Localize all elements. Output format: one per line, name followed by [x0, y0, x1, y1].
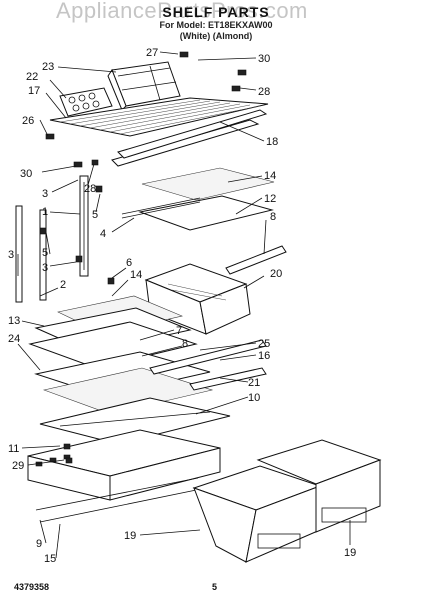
callout-26: 26	[22, 115, 34, 127]
callout-7: 7	[176, 325, 182, 337]
callout-6: 6	[126, 257, 132, 269]
color-note: (White) (Almond)	[179, 31, 253, 41]
callout-30: 30	[258, 53, 270, 65]
callout-14: 14	[264, 170, 276, 182]
callout-17: 17	[28, 85, 40, 97]
page-number: 5	[212, 582, 218, 592]
part-16-trim	[149, 339, 267, 375]
leader-lines	[17, 51, 351, 559]
part-18-shelf-rail	[111, 109, 268, 167]
callout-3b: 3	[42, 262, 48, 274]
watermark: AppliancePartsPros.com	[56, 0, 308, 23]
model-number: For Model: ET18EKXAW00	[159, 20, 273, 30]
callout-8b: 8	[182, 338, 188, 350]
callout-5b: 5	[42, 247, 48, 259]
part-22-egg-tray	[59, 87, 113, 117]
callout-5: 5	[92, 209, 98, 221]
callout-25: 25	[258, 338, 270, 350]
callout-28: 28	[258, 86, 270, 98]
diagram-title: SHELF PARTS	[162, 4, 270, 20]
callout-18: 18	[266, 136, 278, 148]
part-10-crisper-cover	[39, 397, 231, 445]
part-14-glass-shelf-upper	[121, 167, 275, 231]
part-20-meat-pan	[144, 263, 251, 335]
callout-2: 2	[60, 279, 66, 291]
callout-labels: 27 30 23 22 28 17 26 18 30 28 14 3 12 5 …	[8, 47, 356, 565]
callout-3c: 3	[8, 249, 14, 261]
part-3-side-ladder	[15, 205, 47, 303]
callout-10: 10	[248, 392, 260, 404]
callout-19b: 19	[344, 547, 356, 559]
part-14-glass-shelf-lower	[28, 295, 198, 369]
callout-9: 9	[36, 538, 42, 550]
callout-15: 15	[44, 553, 56, 565]
callout-3: 3	[42, 188, 48, 200]
callout-23: 23	[42, 61, 54, 73]
small-hardware-clips	[39, 51, 247, 464]
part-9-crisper-frame	[27, 429, 221, 523]
part-8-trim-bar	[225, 245, 287, 275]
callout-21: 21	[248, 377, 260, 389]
part-19-crisper-drawer-left	[192, 465, 322, 563]
callout-1: 1	[42, 206, 48, 218]
callout-29: 29	[12, 460, 24, 472]
callout-24: 24	[8, 333, 20, 345]
callout-14b: 14	[130, 269, 142, 281]
callout-8: 8	[270, 211, 276, 223]
page-code: 4379358	[14, 582, 50, 592]
part-19-crisper-drawer-right	[256, 439, 382, 533]
callout-11: 11	[8, 443, 19, 455]
callout-13: 13	[8, 315, 20, 327]
callout-30b: 30	[20, 168, 32, 180]
callout-28b: 28	[84, 183, 96, 195]
callout-4: 4	[100, 228, 106, 240]
callout-22: 22	[26, 71, 38, 83]
callout-12: 12	[264, 193, 276, 205]
part-1-shelf-ladder	[79, 175, 89, 277]
part-17-wire-shelf	[49, 97, 269, 137]
part-24-shelf-frame	[34, 351, 214, 415]
callout-27: 27	[146, 47, 158, 59]
part-23-dairy-bin	[107, 61, 181, 111]
callout-19: 19	[124, 530, 136, 542]
callout-20: 20	[270, 268, 282, 280]
callout-16: 16	[258, 350, 270, 362]
